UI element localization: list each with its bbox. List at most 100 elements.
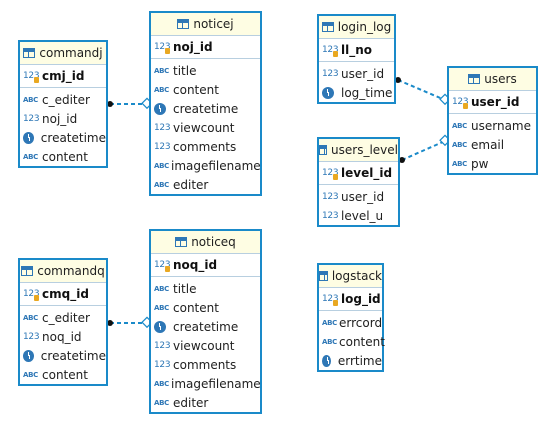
primary-key-icon: 123 — [154, 42, 171, 54]
table-icon — [23, 48, 36, 58]
column-row[interactable]: ABC username — [449, 116, 536, 135]
primary-key-name: log_id — [341, 292, 381, 306]
column-row[interactable]: createtime — [20, 346, 106, 365]
column-row[interactable]: ABC c_editer — [20, 90, 106, 109]
primary-key-icon: 123 — [23, 71, 40, 83]
table-name: login_log — [337, 20, 392, 34]
relationship-login_log-users[interactable] — [397, 79, 446, 101]
column-row[interactable]: createtime — [151, 317, 260, 336]
column-name: content — [173, 300, 219, 315]
column-name: content — [339, 334, 385, 349]
column-row[interactable]: createtime — [151, 99, 260, 118]
many-end-dot — [395, 77, 401, 83]
clock-icon — [154, 102, 166, 115]
text-type-icon: ABC — [452, 121, 467, 130]
text-type-icon: ABC — [154, 379, 169, 388]
column-name: c_editer — [42, 92, 90, 107]
text-type-icon: ABC — [154, 180, 169, 189]
column-name: username — [471, 118, 531, 133]
column-row[interactable]: createtime — [20, 128, 106, 147]
column-row[interactable]: log_time — [319, 83, 394, 102]
table-header[interactable]: users — [449, 68, 536, 91]
table-name: logstack — [331, 269, 382, 283]
text-type-icon: ABC — [23, 95, 38, 104]
table-name: users_level — [331, 143, 398, 157]
table-icon — [468, 74, 481, 84]
table-header[interactable]: login_log — [319, 16, 394, 39]
clock-icon — [23, 349, 34, 362]
table-header[interactable]: users_level — [319, 139, 398, 162]
column-row[interactable]: errtime — [319, 351, 382, 370]
text-type-icon: ABC — [452, 159, 467, 168]
table-icon — [319, 271, 328, 281]
column-name: user_id — [341, 189, 385, 204]
text-type-icon: ABC — [322, 318, 337, 327]
numeric-type-icon: 123 — [154, 122, 171, 133]
table-header[interactable]: noticej — [151, 13, 260, 36]
table-icon — [319, 145, 328, 155]
numeric-type-icon: 123 — [23, 331, 40, 342]
column-name: noq_id — [42, 329, 82, 344]
many-end-dot — [107, 101, 113, 107]
table-header[interactable]: noticeq — [151, 231, 260, 254]
table-header[interactable]: logstack — [319, 265, 382, 288]
primary-key-icon: 123 — [322, 168, 339, 180]
table-header[interactable]: commandq — [20, 260, 106, 283]
column-name: title — [173, 281, 197, 296]
table-name: noticej — [193, 17, 234, 31]
column-name: level_u — [341, 208, 384, 223]
table-header[interactable]: commandj — [20, 42, 106, 65]
column-name: errcord — [339, 315, 383, 330]
table-name: commandj — [39, 46, 103, 60]
relationship-users_level-users[interactable] — [401, 140, 446, 161]
column-name: errtime — [337, 353, 382, 368]
numeric-type-icon: 123 — [154, 359, 171, 370]
numeric-type-icon: 123 — [322, 68, 339, 79]
